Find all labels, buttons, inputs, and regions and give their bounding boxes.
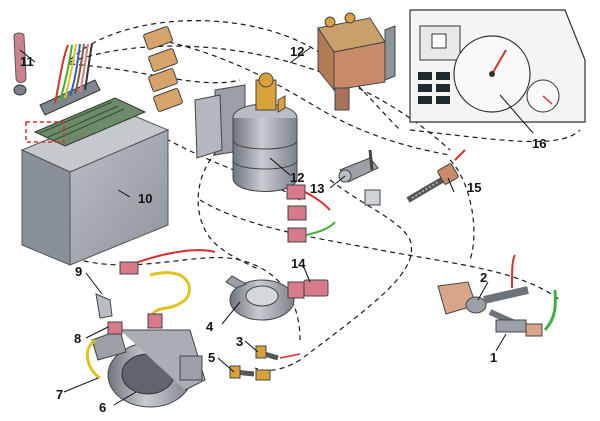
ignition-coil [194,72,298,192]
callout-8: 8 [74,331,81,346]
injector-assembly [437,254,557,337]
callout-11: 11 [20,54,34,69]
instrument-cluster [409,9,586,123]
ecu-harness-connector [13,32,101,116]
callout-14: 14 [291,256,306,271]
callout-6: 6 [99,400,106,415]
electronic-control-unit [20,97,170,266]
callout-12-center: 12 [290,170,304,185]
callout-2: 2 [480,270,487,285]
knock-sensor-probe [406,149,466,203]
callout-13: 13 [310,181,324,196]
harness-plugs-center [286,184,336,243]
callout-16: 16 [532,136,546,151]
callout-4: 4 [206,319,214,334]
sensor-plug-connectors [143,26,183,112]
throttle-body [85,321,206,408]
callout-1: 1 [490,350,497,365]
temperature-sensor-plug [95,249,216,329]
callout-15: 15 [467,180,481,195]
callout-9: 9 [75,264,82,279]
sensor-connector-14 [303,279,329,297]
small-sensors [229,345,301,381]
callout-labels: 11 10 12 12 13 15 16 9 8 7 6 4 5 3 14 2 … [20,44,546,415]
callout-10: 10 [138,191,152,206]
position-sensor [225,275,305,321]
callout-5: 5 [208,350,215,365]
callout-leader-lines [19,47,534,406]
callout-3: 3 [236,334,243,349]
callout-7: 7 [56,387,63,402]
canister-purge-valve [338,149,381,206]
ignition-coil-module [317,12,396,111]
callout-12-top: 12 [290,44,304,59]
